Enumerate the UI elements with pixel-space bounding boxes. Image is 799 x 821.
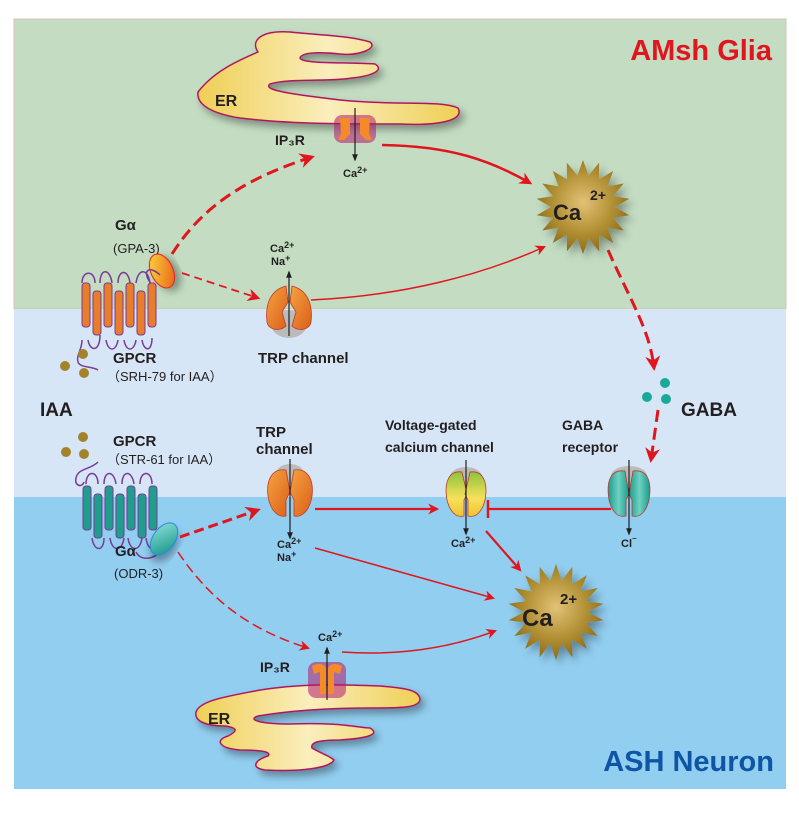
arrow-glia-calcium-to-gaba	[606, 249, 661, 371]
neuron-ip3r-label: IP₃R	[260, 659, 290, 675]
neuron-ip3r-ion: Ca2+	[318, 629, 342, 644]
gaba-receptor-label-line1: GABA	[562, 417, 603, 433]
neuron-galpha-protein	[149, 522, 179, 556]
glia-region	[13, 18, 787, 310]
neuron-trp-label-line1: TRP	[256, 424, 286, 441]
gpcr-helix	[114, 290, 124, 336]
glia-er-label: ER	[215, 93, 238, 110]
gpcr-helix	[147, 282, 157, 328]
gaba-receptor-label-line2: receptor	[562, 439, 619, 455]
iaa-molecule	[79, 368, 89, 378]
signaling-arrows	[170, 143, 661, 654]
gpcr-helix	[92, 290, 102, 336]
glia-calcium-burst	[536, 160, 630, 254]
neuron-trp-label-line2: channel	[256, 441, 313, 458]
gpcr-helix	[126, 485, 136, 531]
gaba-receptor-ion: Cl⁻	[621, 535, 637, 550]
gpcr-helix	[137, 493, 147, 539]
gpcr-helix	[125, 282, 135, 328]
arrow-galpha-to-neuron-ip3r	[177, 551, 311, 651]
glia-ip3r-channel	[334, 108, 376, 162]
neuron-trp-ion-calcium: Ca2+	[277, 536, 301, 551]
neuron-region	[14, 497, 786, 789]
iaa-molecule	[78, 349, 88, 359]
neuron-ip3r-channel	[308, 646, 346, 700]
glia-ip3r-ion: Ca2+	[343, 165, 367, 180]
gpcr-helix	[93, 493, 103, 539]
gaba-molecule	[661, 394, 671, 404]
glia-trp-ion-sodium: Na+	[271, 253, 290, 268]
gpcr-helix	[103, 282, 113, 328]
glia-trp-ion-calcium: Ca2+	[270, 240, 294, 255]
vgcc-label-line1: Voltage-gated	[385, 417, 477, 433]
neuron-gpcr-subtitle: （STR-61 for IAA）	[107, 452, 221, 467]
glia-gpcr-label: GPCR	[113, 350, 157, 367]
gpcr-helix	[136, 290, 146, 336]
arrow-vgcc-to-calcium	[485, 530, 522, 572]
neuron-er	[195, 684, 421, 772]
glia-calcium-superscript: 2+	[590, 187, 606, 203]
glia-er	[197, 31, 460, 126]
iaa-molecule	[60, 361, 70, 371]
gpcr-helix	[81, 282, 91, 328]
arrow-neuron-ip3r-to-calcium	[341, 629, 497, 654]
glia-gpcr	[76, 269, 161, 371]
arrow-galpha-to-glia-ip3r	[170, 153, 315, 255]
glia-galpha-label: Gα	[115, 217, 137, 234]
neuron-calcium-burst	[508, 564, 604, 660]
gpcr-helix	[115, 493, 125, 539]
voltage-gated-calcium-channel	[445, 460, 487, 536]
gaba-molecule	[642, 392, 652, 402]
neuron-calcium-label: Ca	[522, 605, 553, 632]
glia-trp-channel	[266, 270, 312, 338]
arrow-galpha-to-neuron-trp	[179, 506, 261, 539]
iaa-molecule	[78, 432, 88, 442]
arrow-galpha-to-glia-trp	[181, 272, 261, 301]
neuron-calcium-superscript: 2+	[560, 591, 577, 608]
neuron-er-label: ER	[208, 711, 231, 728]
neuron-gpcr	[74, 461, 159, 559]
neuron-region-title: ASH Neuron	[603, 746, 774, 778]
glia-calcium-label: Ca	[553, 200, 582, 225]
iaa-molecule	[61, 447, 71, 457]
arrow-gaba-to-receptor	[645, 409, 661, 463]
gpcr-helix	[104, 485, 114, 531]
glia-gpcr-subtitle: （SRH-79 for IAA）	[107, 369, 223, 384]
glia-galpha-protein	[148, 253, 176, 289]
neuron-galpha-label: Gα	[115, 543, 137, 560]
neuron-gpcr-label: GPCR	[113, 433, 157, 450]
gaba-label: GABA	[681, 400, 737, 421]
glia-ip3r-label: IP₃R	[275, 132, 305, 148]
gpcr-helix	[148, 485, 158, 531]
glia-galpha-subtitle: (GPA-3)	[113, 241, 160, 256]
glia-region-title: AMsh Glia	[630, 35, 773, 67]
extracellular-region	[14, 309, 786, 497]
arrow-glia-ip3r-to-calcium	[381, 143, 533, 185]
gaba-receptor-channel	[607, 460, 651, 536]
gpcr-helix	[82, 485, 92, 531]
gaba-molecule	[660, 378, 670, 388]
iaa-molecule	[79, 449, 89, 459]
glia-trp-label: TRP channel	[258, 350, 349, 367]
arrow-neuron-trp-to-calcium	[314, 547, 496, 601]
vgcc-ion: Ca2+	[451, 535, 475, 550]
neuron-trp-ion-sodium: Na+	[277, 549, 296, 564]
neuron-galpha-subtitle: (ODR-3)	[114, 566, 163, 581]
neuron-trp-channel	[267, 459, 313, 540]
iaa-label: IAA	[40, 400, 73, 421]
vgcc-label-line2: calcium channel	[385, 439, 494, 455]
arrow-glia-trp-to-calcium	[310, 245, 546, 301]
